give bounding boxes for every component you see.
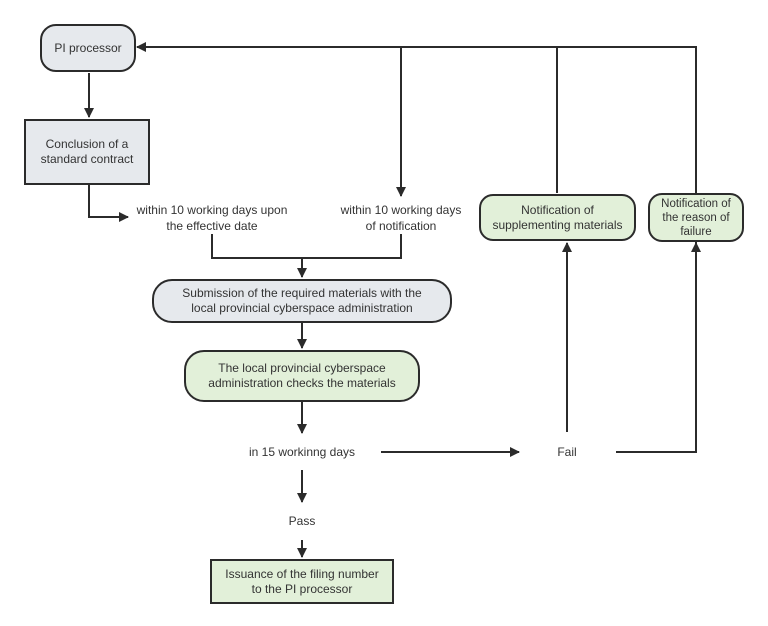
node-pi-processor: PI processor	[40, 24, 136, 72]
node-checks-materials: The local provincial cyberspace administ…	[184, 350, 420, 402]
node-submission: Submission of the required materials wit…	[152, 279, 452, 323]
label-15-working-days: in 15 workinng days	[238, 444, 366, 460]
node-conclusion-of-contract: Conclusion of a standard contract	[24, 119, 150, 185]
label-pass: Pass	[278, 513, 326, 529]
node-reason-of-failure: Notification of the reason of failure	[648, 193, 744, 242]
edge-conclusion-to-effective-label	[88, 185, 129, 222]
edge-labels-merge	[211, 233, 402, 259]
node-issuance-filing-number: Issuance of the filing number to the PI …	[210, 559, 394, 604]
label-effective-date: within 10 working days upon the effectiv…	[130, 202, 294, 234]
label-fail: Fail	[541, 444, 593, 460]
edge-fail-to-failure	[616, 242, 701, 453]
node-supplementing-materials: Notification of supplementing materials	[479, 194, 636, 241]
label-notification: within 10 working days of notification	[331, 202, 471, 234]
